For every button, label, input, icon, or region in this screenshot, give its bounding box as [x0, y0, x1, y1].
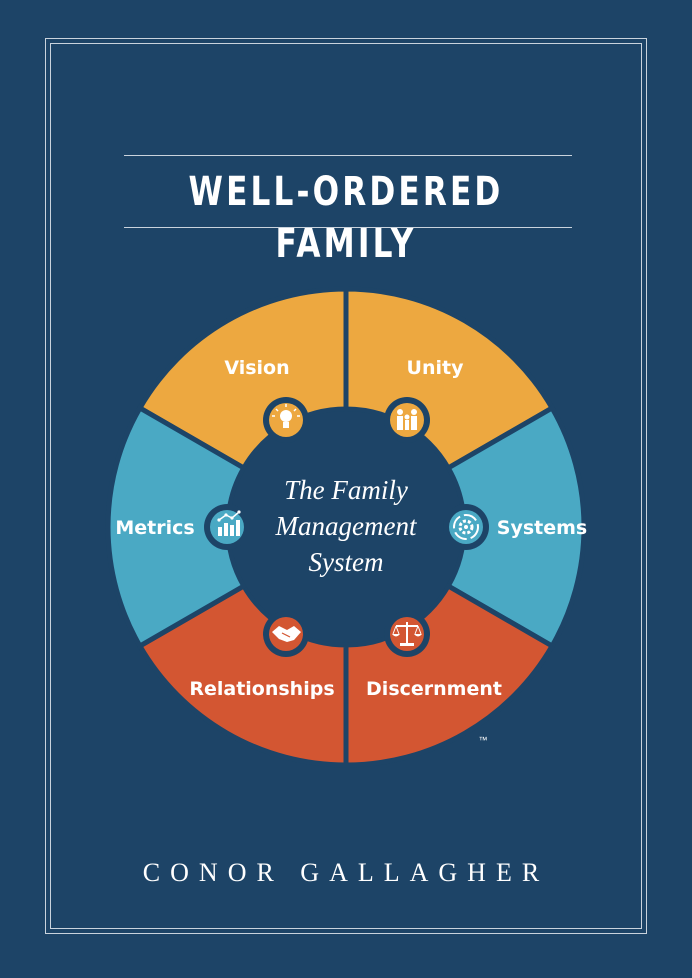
gear-cycle-icon — [443, 504, 489, 550]
center-hub — [230, 411, 462, 643]
trademark-symbol: ™ — [479, 735, 488, 745]
bar-chart-icon — [204, 504, 250, 550]
segment-label-vision: Vision — [224, 357, 289, 379]
scales-icon — [384, 611, 430, 657]
segment-label-unity: Unity — [407, 357, 465, 379]
book-title: WELL-ORDERED FAMILY — [188, 169, 504, 267]
lightbulb-icon — [263, 397, 309, 443]
center-text-line-1: The Family — [284, 475, 408, 505]
author-name: CONOR GALLAGHER — [142, 858, 550, 887]
outer-frame — [45, 38, 647, 934]
title-rule-bottom — [124, 227, 572, 228]
family-icon — [384, 397, 430, 443]
inner-frame — [50, 43, 642, 929]
segment-label-relationships: Relationships — [189, 678, 334, 700]
title-rule-top — [124, 155, 572, 156]
center-text-line-3: System — [309, 547, 384, 577]
segment-label-discernment: Discernment — [366, 678, 502, 700]
segment-label-metrics: Metrics — [115, 517, 194, 539]
center-text-line-2: Management — [275, 511, 418, 541]
handshake-icon — [263, 611, 309, 657]
segment-label-systems: Systems — [497, 517, 587, 539]
